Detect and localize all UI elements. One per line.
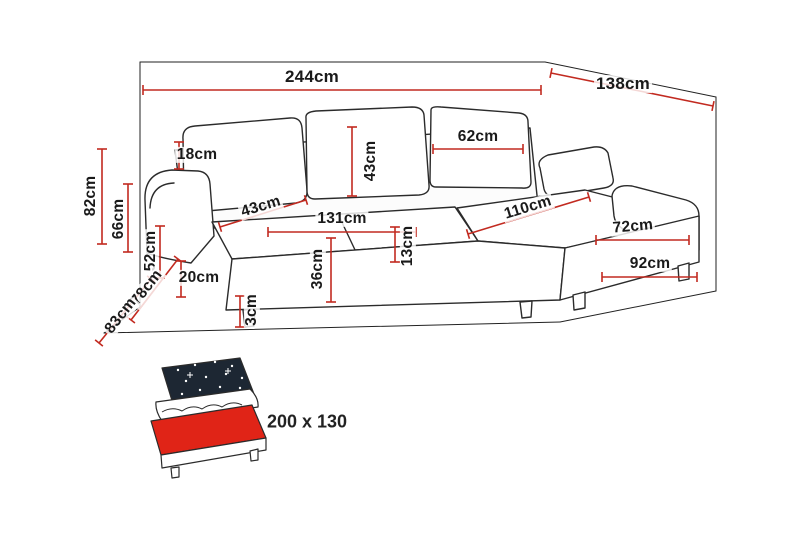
dim-label-back-cushion-w: 62cm: [455, 127, 501, 146]
star-pattern: [176, 360, 244, 396]
dim-label-backrest-top: 18cm: [174, 145, 220, 164]
bounding-box-lines: [103, 61, 717, 334]
sofa-leg: [677, 262, 690, 282]
dim-label-cushion-front: 20cm: [176, 268, 222, 287]
bed-leg: [249, 448, 259, 462]
dim-label-cushion-height: 43cm: [361, 138, 380, 184]
back-cushion-right: [429, 106, 532, 189]
bed-size-label: 200 x 130: [266, 411, 348, 432]
dim-label-chaise-depth: 138cm: [594, 74, 652, 94]
sofa-outline: [144, 106, 700, 328]
sofa-bed-icon: [150, 357, 267, 479]
chaise-pillow: [538, 146, 614, 197]
dim-label-cushion-thick: 13cm: [398, 223, 417, 269]
sofa-leg: [572, 291, 586, 311]
sofa-leg: [519, 300, 533, 319]
dim-label-total-height: 82cm: [81, 173, 100, 219]
bed-leg: [170, 466, 180, 479]
dim-label-arm-height: 66cm: [109, 196, 128, 242]
dim-label-base-height: 36cm: [308, 246, 327, 292]
dim-label-total-width: 244cm: [283, 67, 341, 87]
dim-label-seat-width: 131cm: [315, 209, 369, 228]
bed-base: [160, 437, 267, 469]
dim-label-chaise-inner: 92cm: [627, 254, 673, 273]
dim-label-leg-height: 3cm: [242, 292, 261, 328]
bed-blanket: [155, 388, 259, 422]
